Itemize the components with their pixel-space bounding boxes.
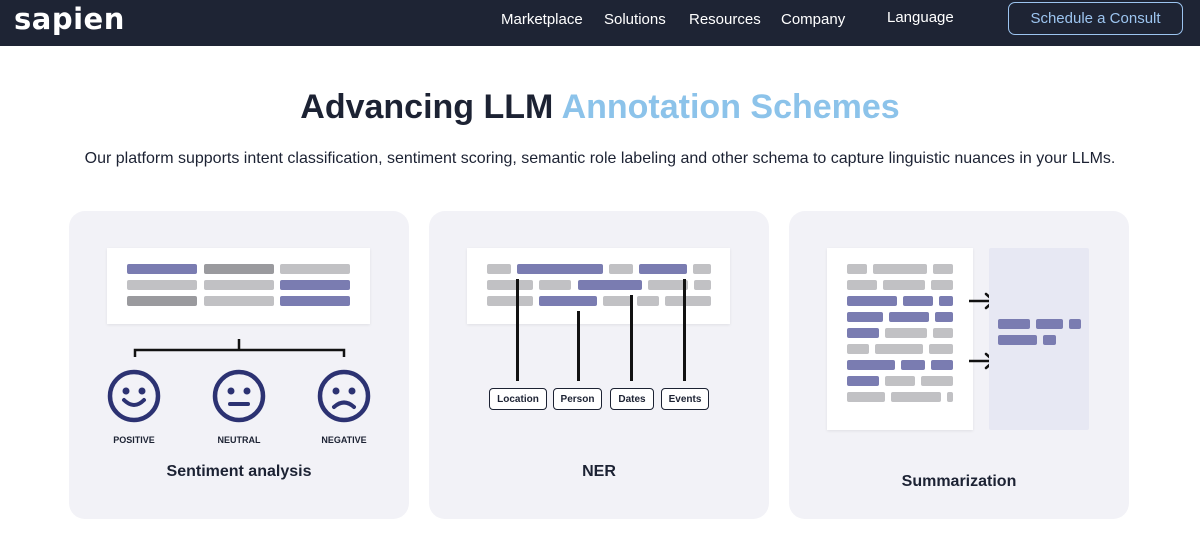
text-bar [903,296,933,306]
text-bar [204,280,274,290]
summary-bar [1043,335,1056,345]
ner-tag-events: Events [661,388,709,410]
source-document-panel [827,248,973,430]
nav-resources[interactable]: Resources [689,11,761,28]
text-bar [487,296,533,306]
text-bar [889,312,929,322]
top-navbar: sapien Marketplace Solutions Resources C… [0,0,1200,46]
text-bar [847,328,879,338]
positive-label: POSITIVE [113,435,155,445]
text-bar [665,296,711,306]
summary-panel [989,248,1089,430]
ner-card-title: NER [582,463,616,480]
entity-connector [630,295,633,381]
ner-tag-person: Person [553,388,602,410]
nav-marketplace[interactable]: Marketplace [501,11,583,28]
text-bar [847,344,869,354]
entity-connector [516,279,519,381]
neutral-face-icon [212,369,266,423]
entity-connector [683,279,686,381]
text-bar [847,296,897,306]
summarization-card: Summarization [789,211,1129,519]
ner-card: Location Person Dates Events NER [429,211,769,519]
ner-tag-location: Location [489,388,547,410]
text-bar [891,392,941,402]
text-bar [875,344,923,354]
text-bar [539,296,597,306]
text-bar [127,296,197,306]
text-bar [931,280,953,290]
sad-face-icon [317,369,371,423]
text-bar [847,264,867,274]
text-bar [847,280,877,290]
text-bar [280,296,350,306]
text-bar [847,360,895,370]
sentiment-text-panel [107,248,370,324]
text-bar [280,280,350,290]
smile-face-icon [107,369,161,423]
text-bar [883,280,925,290]
text-bar [127,264,197,274]
text-bar [578,280,642,290]
text-bar [539,280,571,290]
sentiment-branch-connector [133,339,346,357]
text-bar [204,264,274,274]
nav-solutions[interactable]: Solutions [604,11,666,28]
text-bar [885,328,927,338]
text-bar [939,296,953,306]
text-bar [847,376,879,386]
ner-text-panel [467,248,730,324]
text-bar [847,392,885,402]
text-bar [947,392,953,402]
text-bar [648,280,688,290]
summary-bar [998,319,1030,329]
summary-bar [998,335,1037,345]
sapien-logo[interactable]: sapien [14,2,125,36]
schedule-consult-button[interactable]: Schedule a Consult [1008,2,1183,35]
text-bar [929,344,953,354]
text-bar [639,264,687,274]
text-bar [487,280,533,290]
text-bar [873,264,927,274]
nav-company[interactable]: Company [781,11,846,28]
text-bar [603,296,631,306]
summary-bar [1069,319,1081,329]
text-bar [127,280,197,290]
page-subtitle: Our platform supports intent classificat… [84,150,1116,167]
sentiment-card-title: Sentiment analysis [166,463,312,480]
entity-connector [577,311,580,381]
text-bar [921,376,953,386]
text-bar [933,264,953,274]
summary-bar [1036,319,1063,329]
text-bar [487,264,511,274]
negative-label: NEGATIVE [321,435,367,445]
text-bar [609,264,633,274]
nav-language[interactable]: Language [887,9,954,26]
text-bar [694,280,711,290]
text-bar [931,360,953,370]
text-bar [204,296,274,306]
text-bar [693,264,711,274]
title-accent: Annotation Schemes [561,88,900,126]
text-bar [901,360,925,370]
text-bar [517,264,603,274]
text-bar [935,312,953,322]
neutral-label: NEUTRAL [217,435,261,445]
text-bar [280,264,350,274]
sentiment-analysis-card: POSITIVE NEUTRAL NEGATIVE Sentiment anal… [69,211,409,519]
ner-tag-dates: Dates [610,388,654,410]
text-bar [847,312,883,322]
page-title: Advancing LLM Annotation Schemes [0,88,1200,127]
text-bar [885,376,915,386]
text-bar [637,296,659,306]
title-main: Advancing LLM [300,88,562,126]
summarization-card-title: Summarization [901,473,1017,490]
text-bar [933,328,953,338]
